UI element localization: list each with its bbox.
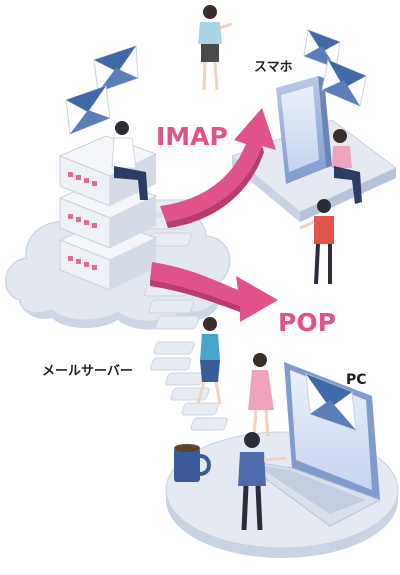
pc-label: PC bbox=[346, 372, 367, 388]
pop-arrow bbox=[150, 262, 278, 322]
server-icon bbox=[58, 135, 158, 291]
smartphone-label: スマホ bbox=[254, 60, 293, 75]
person-icon bbox=[196, 317, 222, 405]
envelope-icon bbox=[65, 85, 111, 135]
mug-icon bbox=[174, 444, 211, 482]
laptop-icon bbox=[239, 362, 382, 527]
person-icon bbox=[248, 353, 274, 437]
smartphone-icon bbox=[276, 76, 332, 184]
person-icon bbox=[299, 199, 334, 285]
mail-server-label: メールサーバー bbox=[42, 364, 133, 379]
pop-label: POP bbox=[278, 308, 336, 337]
person-icon bbox=[111, 121, 148, 200]
person-icon bbox=[332, 129, 362, 204]
envelope-icon bbox=[321, 59, 367, 107]
imap-arrow bbox=[160, 108, 276, 228]
person-icon bbox=[238, 432, 287, 531]
imap-label: IMAP bbox=[156, 122, 228, 151]
envelope-icon bbox=[93, 45, 139, 93]
person-icon bbox=[198, 5, 233, 91]
